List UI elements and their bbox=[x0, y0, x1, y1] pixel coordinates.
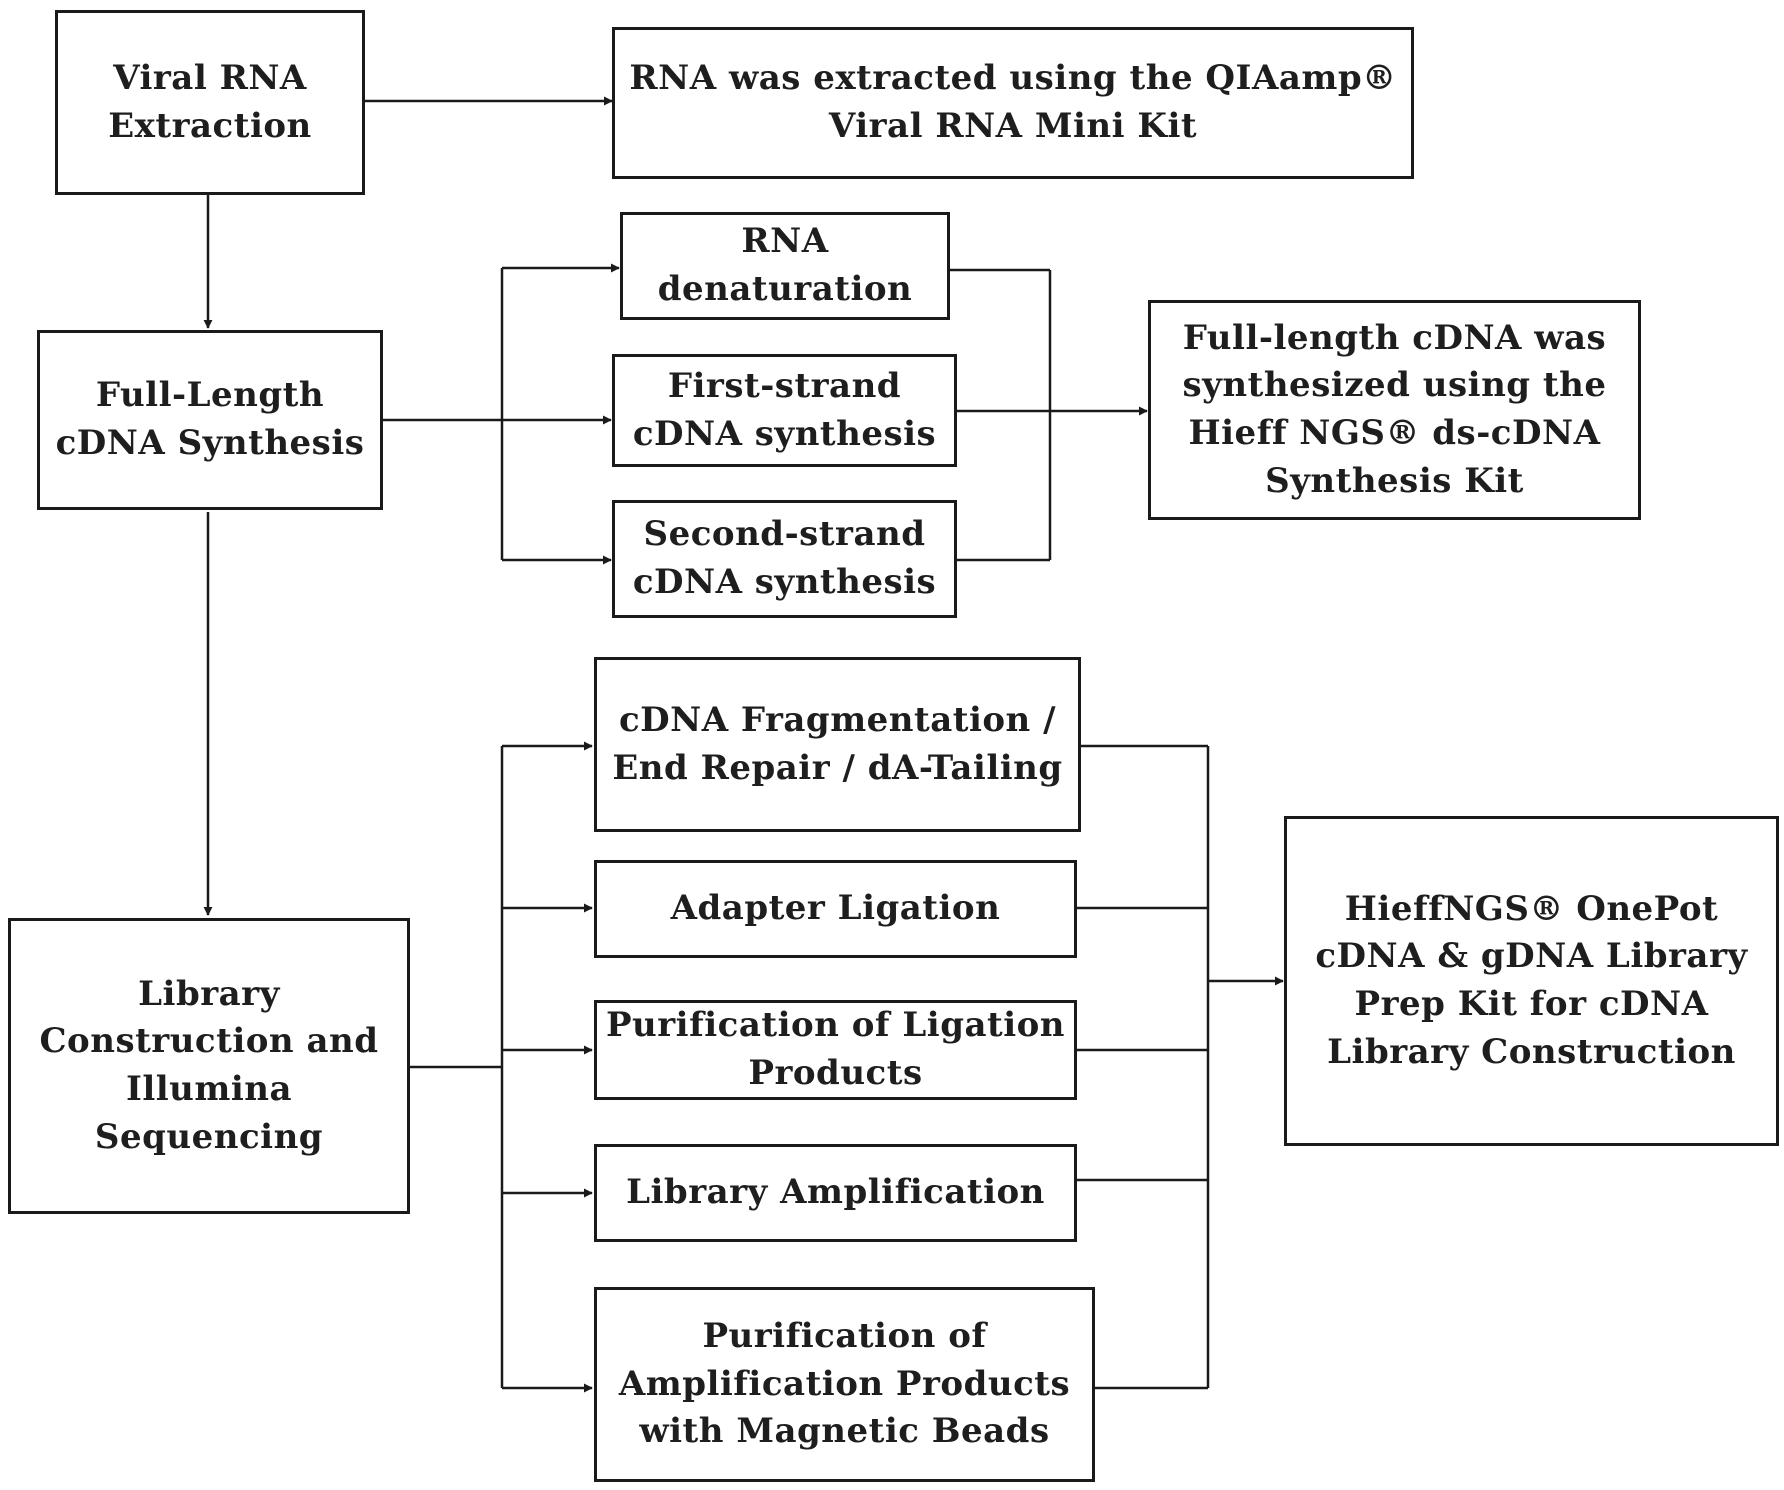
node-label: First-strand cDNA synthesis bbox=[632, 365, 937, 454]
node-rna-denaturation: RNA denaturation bbox=[620, 212, 950, 320]
node-cdna-fragmentation: cDNA Fragmentation / End Repair / dA-Tai… bbox=[594, 657, 1081, 832]
node-label: Full-length cDNA was synthesized using t… bbox=[1182, 317, 1607, 501]
node-label: Adapter Ligation bbox=[670, 888, 1001, 929]
node-first-strand-cdna-synthesis: First-strand cDNA synthesis bbox=[612, 354, 957, 467]
node-label: Purification of Ligation Products bbox=[605, 1005, 1066, 1093]
node-label: RNA denaturation bbox=[657, 221, 913, 309]
node-hieff-ds-cdna-kit: Full-length cDNA was synthesized using t… bbox=[1148, 300, 1641, 520]
node-onepot-library-prep-kit: HieffNGS® OnePot cDNA & gDNA Library Pre… bbox=[1284, 816, 1779, 1146]
node-label: Full-Length cDNA Synthesis bbox=[55, 375, 365, 463]
node-label: HieffNGS® OnePot cDNA & gDNA Library Pre… bbox=[1315, 888, 1748, 1072]
node-qiaamp-kit: RNA was extracted using the QIAamp® Vira… bbox=[612, 27, 1414, 179]
node-label: Second-strand cDNA synthesis bbox=[632, 514, 937, 602]
node-label: Library Amplification bbox=[626, 1172, 1045, 1213]
node-label: Library Construction and Illumina Sequen… bbox=[39, 973, 379, 1157]
node-purification-of-amplification-products: Purification of Amplification Products w… bbox=[594, 1287, 1095, 1482]
node-label: Viral RNA Extraction bbox=[108, 57, 312, 146]
node-label: cDNA Fragmentation / End Repair / dA-Tai… bbox=[612, 699, 1063, 788]
node-label: Purification of Amplification Products w… bbox=[618, 1316, 1071, 1452]
node-purification-of-ligation-products: Purification of Ligation Products bbox=[594, 1000, 1077, 1100]
node-library-amplification: Library Amplification bbox=[594, 1144, 1077, 1242]
node-adapter-ligation: Adapter Ligation bbox=[594, 860, 1077, 958]
node-full-length-cdna-synthesis: Full-Length cDNA Synthesis bbox=[37, 330, 383, 510]
node-label: RNA was extracted using the QIAamp® Vira… bbox=[629, 58, 1397, 146]
node-second-strand-cdna-synthesis: Second-strand cDNA synthesis bbox=[612, 500, 957, 618]
node-library-construction: Library Construction and Illumina Sequen… bbox=[8, 918, 410, 1214]
node-viral-rna-extraction: Viral RNA Extraction bbox=[55, 10, 365, 195]
